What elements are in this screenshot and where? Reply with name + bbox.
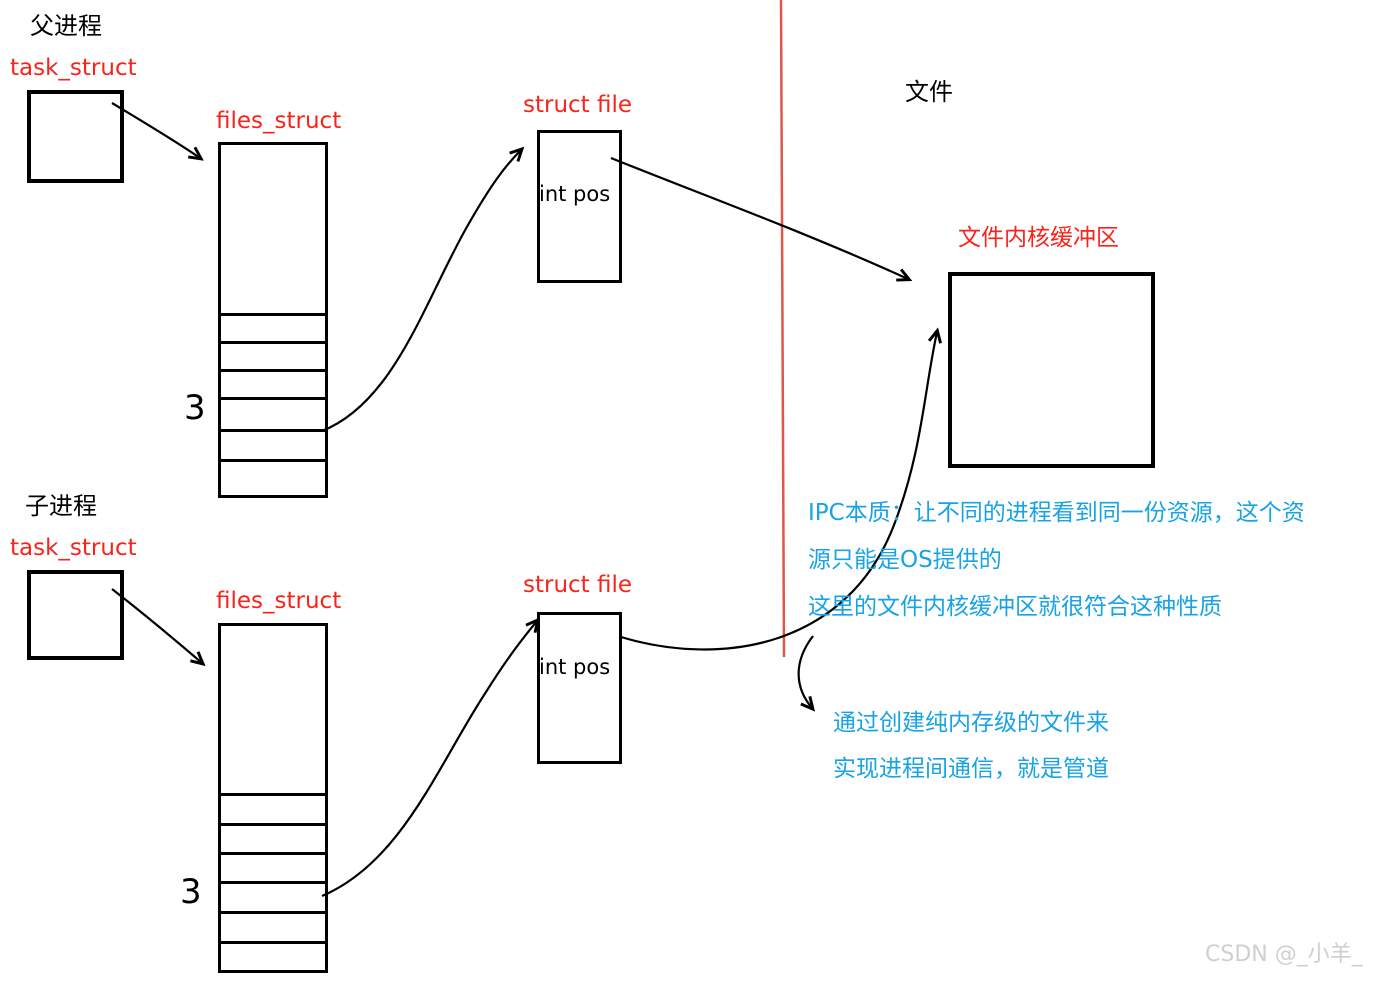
parent-struct-file-label: struct file	[523, 92, 633, 118]
parent-int-pos-label: int pos	[539, 182, 611, 206]
fd-table-row-line	[221, 793, 325, 796]
parent-struct-file-box	[537, 130, 622, 283]
fd-table-row-line	[221, 941, 325, 944]
child-task-struct-label: task_struct	[10, 535, 137, 561]
arrow-ipc-to-pipe-note	[797, 635, 813, 708]
pipe-note-line-2: 实现进程间通信，就是管道	[833, 756, 1109, 782]
fd-table-row-line	[221, 397, 325, 400]
fd-table-row-line	[221, 459, 325, 462]
arrow-child-files-to-structfile	[321, 621, 537, 898]
kernel-buffer-label: 文件内核缓冲区	[958, 225, 1119, 251]
parent-task-struct-box	[27, 90, 124, 183]
kernel-buffer-box	[948, 272, 1155, 468]
parent-task-struct-label: task_struct	[10, 55, 137, 81]
parent-files-struct-table	[218, 142, 328, 498]
parent-process-label: 父进程	[30, 12, 102, 40]
fd-table-row-line	[221, 823, 325, 826]
fd-table-row-line	[221, 341, 325, 344]
fd-table-row-line	[221, 313, 325, 316]
arrow-parent-structfile-to-buffer	[610, 156, 908, 279]
ipc-note-line-1: IPC本质：让不同的进程看到同一份资源，这个资	[808, 500, 1305, 526]
arrow-child-task-to-files	[111, 588, 202, 663]
fd-table-row-line	[221, 911, 325, 914]
watermark: CSDN @_小羊_	[1205, 942, 1363, 967]
arrow-parent-task-to-files	[111, 102, 200, 158]
parent-fd-number: 3	[184, 388, 206, 428]
child-struct-file-label: struct file	[523, 572, 633, 598]
child-task-struct-box	[27, 570, 124, 660]
file-label: 文件	[905, 78, 953, 106]
fd-table-row-line	[221, 429, 325, 432]
child-files-struct-label: files_struct	[216, 588, 342, 614]
pipe-note-line-1: 通过创建纯内存级的文件来	[833, 710, 1109, 736]
child-files-struct-table	[218, 623, 328, 973]
arrow-parent-files-to-structfile	[321, 150, 521, 433]
fd-table-row-line	[221, 369, 325, 372]
parent-files-struct-label: files_struct	[216, 108, 342, 134]
ipc-note-line-3: 这里的文件内核缓冲区就很符合这种性质	[808, 594, 1222, 620]
child-fd-number: 3	[180, 872, 202, 912]
child-int-pos-label: int pos	[539, 655, 611, 679]
child-process-label: 子进程	[25, 492, 97, 520]
fd-table-row-line	[221, 881, 325, 884]
red-divider-line	[779, 0, 786, 658]
child-struct-file-box	[537, 612, 622, 764]
fd-table-row-line	[221, 852, 325, 855]
ipc-note-line-2: 源只能是OS提供的	[808, 547, 1002, 573]
